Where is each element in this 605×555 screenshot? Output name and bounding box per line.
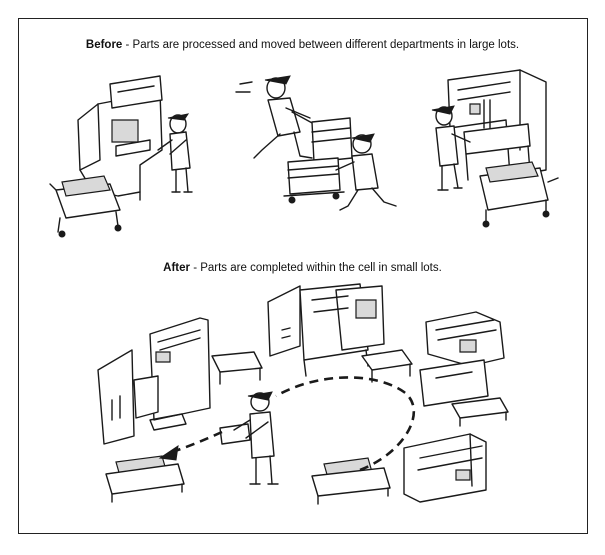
part-table-center [212,352,262,384]
lathe-left-after [98,318,210,444]
machine-top-after [268,284,384,376]
worker-running-before [236,76,314,158]
pallet-bottom-center [312,458,390,504]
before-caption: Before - Parts are processed and moved b… [0,38,605,52]
illustration-frame [18,18,588,534]
tote-cart-right [480,162,558,227]
machine-right-after [420,312,504,406]
worker-right-before [432,106,470,190]
part-table-right [362,350,412,382]
stacked-cart-center [284,118,352,203]
machine-bottom-right-after [404,434,486,502]
before-text: - Parts are processed and moved between … [122,39,520,51]
after-text: - Parts are completed within the cell in… [190,262,442,274]
tote-cart-left [50,176,121,237]
arrow-head-icon [160,446,178,460]
before-label: Before [85,39,123,51]
flow-path-arrow [160,377,414,470]
after-label: After [163,262,190,274]
flow-path-dashed-lower [172,432,222,452]
worker-pulling-before [336,134,396,210]
pallet-bottom-left [106,456,184,502]
worker-after [220,392,278,484]
worker-left-before [158,114,192,192]
before-scene [50,70,558,237]
pallet-right-after [452,398,508,426]
machine-right-before [448,70,546,180]
after-scene [98,284,508,504]
after-caption: After - Parts are completed within the c… [0,261,605,275]
flow-path-dashed [276,377,414,470]
